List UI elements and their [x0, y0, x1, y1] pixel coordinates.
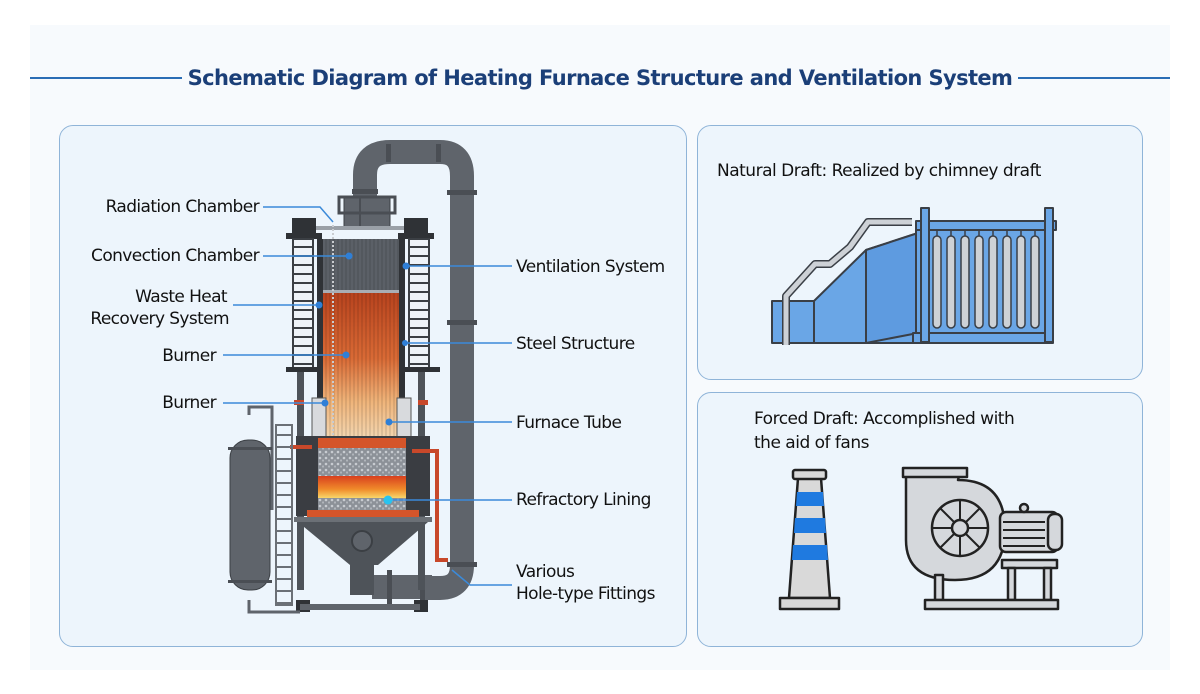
page-title: Schematic Diagram of Heating Furnace Str…	[187, 66, 1013, 90]
title-rule-right	[1018, 77, 1170, 79]
pressure-vessel	[228, 405, 300, 614]
ventilation-pipe	[352, 140, 477, 600]
exchanger-tube	[1002, 235, 1012, 329]
title-rule-left	[30, 77, 182, 79]
label-fittings-line2: Hole-type Fittings	[516, 584, 655, 604]
exchanger-tube	[1030, 235, 1040, 329]
exchanger-tube	[988, 235, 998, 329]
inlet-duct	[771, 300, 815, 344]
leader-dots	[315, 252, 410, 505]
furnace-body	[290, 225, 448, 595]
label-ventilation-system: Ventilation System	[516, 257, 665, 277]
exchanger-tube	[974, 235, 984, 329]
label-burner-upper: Burner	[162, 346, 216, 366]
exchanger-tube	[946, 235, 956, 329]
natural-draft-title: Natural Draft: Realized by chimney draft	[717, 161, 1041, 181]
label-waste-heat-line1: Waste Heat	[135, 287, 227, 307]
exchanger-tubes	[932, 230, 1040, 329]
fan-icon	[901, 466, 1064, 611]
label-waste-heat-recovery: Waste Heat Recovery System	[90, 286, 229, 330]
forced-draft-title-line2: the aid of fans	[754, 433, 869, 453]
exchanger-tube	[1016, 235, 1026, 329]
forced-draft-title-line1: Forced Draft: Accomplished with	[754, 409, 1015, 429]
forced-draft-title: Forced Draft: Accomplished with the aid …	[754, 407, 1015, 455]
leader-lines	[223, 206, 512, 586]
exchanger-tube	[960, 235, 970, 329]
label-steel-structure: Steel Structure	[516, 334, 635, 354]
label-radiation-chamber: Radiation Chamber	[105, 197, 260, 217]
exchanger-tube	[932, 235, 942, 329]
chimney-icon	[778, 468, 841, 611]
label-furnace-tube: Furnace Tube	[516, 413, 622, 433]
stack-top	[316, 195, 418, 230]
label-convection-chamber: Convection Chamber	[91, 246, 260, 266]
label-fittings-line1: Various	[516, 562, 575, 582]
label-refractory-lining: Refractory Lining	[516, 490, 651, 510]
label-waste-heat-line2: Recovery System	[90, 309, 229, 329]
title-row: Schematic Diagram of Heating Furnace Str…	[30, 58, 1170, 98]
label-hole-type-fittings: Various Hole-type Fittings	[516, 561, 655, 605]
label-burner-lower: Burner	[162, 393, 216, 413]
